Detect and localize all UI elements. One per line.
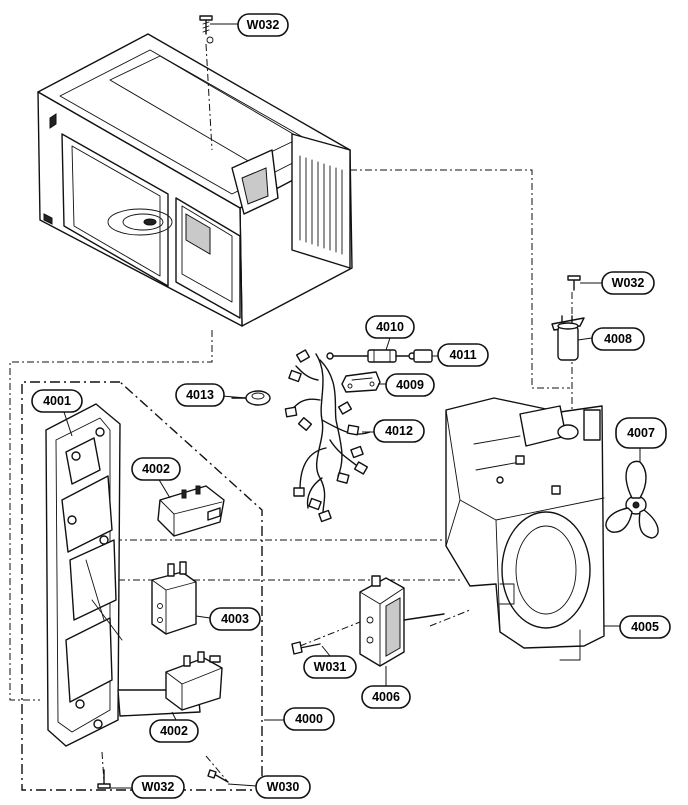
thermal-cutout-4013 bbox=[231, 390, 271, 406]
callout-4010: 4010 bbox=[365, 315, 415, 339]
label-leaders bbox=[63, 23, 641, 789]
label-4009: 4009 bbox=[396, 378, 424, 392]
callout-w032-bottom: W032 bbox=[131, 775, 185, 799]
switch-4002-bottom bbox=[165, 651, 223, 711]
callout-4006: 4006 bbox=[361, 685, 411, 709]
label-4012: 4012 bbox=[385, 424, 413, 438]
callout-4000: 4000 bbox=[283, 707, 335, 731]
connector-4011 bbox=[413, 349, 433, 363]
latch-board-4001 bbox=[45, 403, 201, 747]
callout-4005: 4005 bbox=[619, 615, 671, 639]
screw-w032-right bbox=[567, 275, 581, 291]
label-4000: 4000 bbox=[295, 712, 323, 726]
screw-w030 bbox=[207, 769, 229, 783]
label-4002-bottom: 4002 bbox=[160, 724, 188, 738]
label-4001: 4001 bbox=[43, 394, 71, 408]
air-guide-4005 bbox=[445, 397, 605, 661]
switch-4002-top bbox=[157, 485, 225, 537]
switch-4003 bbox=[151, 561, 197, 635]
label-4007: 4007 bbox=[627, 426, 655, 440]
fuse-4010 bbox=[326, 349, 416, 363]
label-4008: 4008 bbox=[604, 332, 632, 346]
callout-4009: 4009 bbox=[385, 373, 435, 397]
callout-4011: 4011 bbox=[437, 343, 489, 367]
callout-4007: 4007 bbox=[615, 417, 667, 449]
callout-4008: 4008 bbox=[591, 327, 645, 351]
wire-harness-4012 bbox=[284, 349, 371, 523]
callout-4001: 4001 bbox=[31, 389, 83, 413]
label-w032-bottom: W032 bbox=[142, 780, 175, 794]
label-4003: 4003 bbox=[221, 612, 249, 626]
callout-w032-right: W032 bbox=[601, 271, 655, 295]
label-4002-top: 4002 bbox=[142, 462, 170, 476]
callout-w032-top: W032 bbox=[237, 13, 289, 37]
label-w032-right: W032 bbox=[612, 276, 645, 290]
callout-4003: 4003 bbox=[209, 607, 261, 631]
screw-w031 bbox=[291, 641, 321, 655]
label-4011: 4011 bbox=[449, 348, 476, 362]
label-w030: W030 bbox=[267, 780, 300, 794]
label-4006: 4006 bbox=[372, 690, 400, 704]
callout-4002-bottom: 4002 bbox=[149, 719, 199, 743]
callout-w031: W031 bbox=[303, 655, 357, 679]
label-w031: W031 bbox=[314, 660, 347, 674]
label-4013: 4013 bbox=[186, 388, 214, 402]
label-w032-top: W032 bbox=[247, 18, 280, 32]
screw-w032-bottom bbox=[97, 769, 111, 789]
callout-4013: 4013 bbox=[175, 383, 225, 407]
label-4010: 4010 bbox=[376, 320, 404, 334]
callout-4002-top: 4002 bbox=[131, 457, 181, 481]
fan-blade-4007 bbox=[605, 460, 659, 539]
fuse-holder-4009 bbox=[341, 371, 381, 393]
fan-motor-4006 bbox=[359, 575, 445, 667]
label-4005: 4005 bbox=[631, 620, 659, 634]
callout-w030: W030 bbox=[255, 775, 311, 799]
cabinet-assembly bbox=[37, 33, 353, 327]
capacitor-4008 bbox=[551, 315, 585, 361]
callout-4012: 4012 bbox=[373, 419, 425, 443]
screw-w032-top bbox=[199, 15, 213, 35]
